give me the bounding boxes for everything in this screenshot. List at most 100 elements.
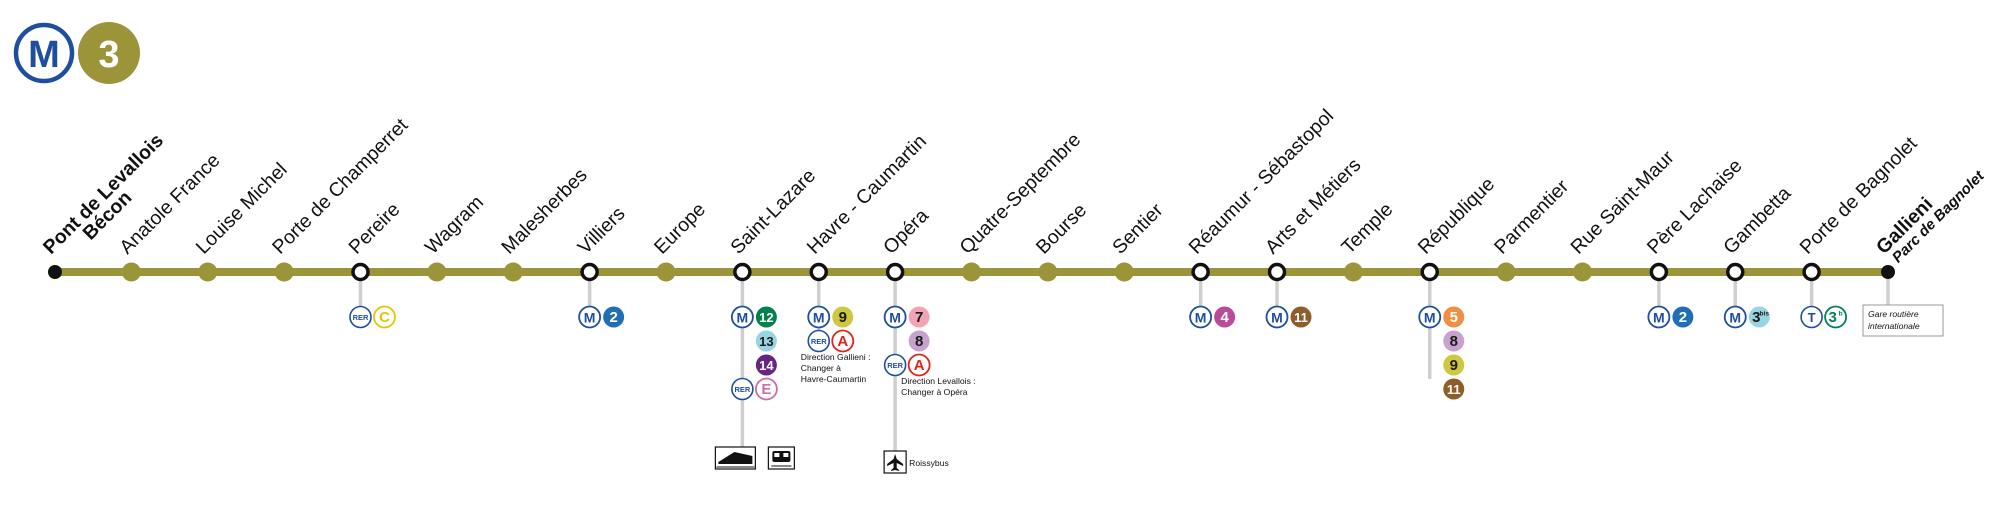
metro-icon bbox=[1265, 305, 1289, 329]
metro-icon bbox=[1723, 305, 1747, 329]
line-badge-8 bbox=[908, 330, 930, 352]
line-badge-label: 11 bbox=[1294, 310, 1308, 325]
line-number: 3 bbox=[98, 34, 119, 76]
transilien-icon bbox=[767, 446, 795, 470]
line-badge-label: C bbox=[379, 309, 390, 326]
metro-icon bbox=[1418, 305, 1442, 329]
station-label-opera: Opéra bbox=[879, 205, 933, 259]
line-badge-label: 2 bbox=[609, 309, 617, 326]
line-badge-label: 5 bbox=[1450, 309, 1458, 326]
transfer-note: Changer à Opéra bbox=[901, 387, 968, 397]
station-name: Sentier bbox=[1108, 199, 1168, 259]
station-label-villiers: Villiers bbox=[574, 202, 630, 258]
line-badge-7 bbox=[908, 306, 930, 328]
line-badge-c bbox=[373, 305, 396, 329]
metro-icon-letter: M bbox=[889, 310, 901, 326]
rer-icon bbox=[807, 329, 831, 353]
interchange-marker bbox=[1726, 262, 1745, 282]
interchange-marker bbox=[1649, 262, 1669, 282]
line-badge-3bis bbox=[1748, 306, 1770, 328]
rer-icon bbox=[349, 305, 372, 329]
station-marker bbox=[1496, 262, 1516, 282]
line-badge-label: 2 bbox=[1679, 309, 1687, 326]
line-badge-label: 8 bbox=[1450, 333, 1458, 350]
station-name: Villiers bbox=[574, 202, 630, 258]
extras: Direction Gallieni :Changer àHavre-Cauma… bbox=[714, 304, 1944, 474]
station-name: Bourse bbox=[1032, 199, 1091, 258]
line-badge-5 bbox=[1443, 306, 1465, 328]
connection-spurs bbox=[358, 272, 1890, 460]
line-badge-label: 13 bbox=[759, 334, 773, 349]
line-badge-2 bbox=[1672, 306, 1694, 328]
bus-station-label: internationale bbox=[1868, 321, 1920, 331]
rer-icon-letters: RER bbox=[811, 337, 827, 346]
station-label-parmentier: Parmentier bbox=[1490, 175, 1573, 258]
line-badge-label: 9 bbox=[839, 309, 847, 326]
station-marker bbox=[121, 262, 141, 282]
metro-icon bbox=[730, 305, 754, 329]
line-badge-suffix: bis bbox=[1760, 311, 1770, 318]
line-badge-label: 14 bbox=[759, 358, 774, 373]
station-marker bbox=[274, 262, 294, 282]
station-marker bbox=[962, 262, 981, 282]
metro-icon-letter: M bbox=[1271, 310, 1283, 326]
terminus-marker bbox=[1881, 265, 1895, 279]
tram-icon bbox=[1800, 305, 1823, 329]
interchange-marker bbox=[1420, 262, 1439, 282]
station-marker bbox=[656, 262, 676, 282]
interchange-marker bbox=[351, 262, 370, 282]
station-marker bbox=[427, 262, 447, 282]
interchange-marker bbox=[1191, 262, 1210, 282]
line-header: M 3 bbox=[13, 22, 140, 84]
station-name: République bbox=[1414, 173, 1499, 258]
interchange-marker bbox=[580, 262, 599, 282]
airport-icon bbox=[883, 450, 907, 474]
station-marker bbox=[503, 262, 523, 282]
station-label-temple: Temple bbox=[1337, 199, 1397, 259]
station-name: Parmentier bbox=[1490, 175, 1573, 258]
line-badge-14 bbox=[755, 354, 777, 376]
metro-icon bbox=[1647, 305, 1671, 329]
tram-icon-letter: T bbox=[1808, 310, 1816, 325]
station-name: Opéra bbox=[879, 205, 933, 259]
station-label-reaumur-sebastopol: Réaumur - Sébastopol bbox=[1185, 105, 1339, 259]
metro-icon-letter: M bbox=[1195, 310, 1207, 326]
station-name: Réaumur - Sébastopol bbox=[1185, 105, 1339, 259]
interchange-marker bbox=[809, 262, 828, 282]
transfer-note: Havre-Caumartin bbox=[801, 374, 867, 384]
line-badge-9 bbox=[1443, 354, 1465, 376]
rer-icon bbox=[731, 377, 754, 401]
line-badge-label: 8 bbox=[915, 333, 923, 350]
line-badge-a bbox=[907, 353, 931, 377]
station-name: Gambetta bbox=[1719, 182, 1795, 258]
line-badge-12 bbox=[755, 306, 777, 328]
metro-logo bbox=[13, 22, 75, 84]
line-badge-label: 7 bbox=[915, 309, 923, 326]
connections-arts-et-metiers: M 11 bbox=[1265, 305, 1312, 329]
line-badge-a bbox=[831, 329, 855, 353]
line-badge-13 bbox=[755, 330, 777, 352]
station-marker bbox=[1343, 262, 1363, 282]
station-marker bbox=[1114, 262, 1134, 282]
line-badge-11 bbox=[1443, 378, 1465, 400]
line-badge-3b bbox=[1824, 305, 1848, 329]
train-icon bbox=[714, 446, 756, 470]
transfer-note: Direction Gallieni : bbox=[801, 352, 871, 362]
metro-icon bbox=[807, 305, 831, 329]
metro-icon bbox=[1189, 305, 1213, 329]
metro-icon-letter: M bbox=[737, 310, 749, 326]
line-badge-2 bbox=[603, 306, 625, 328]
line-badge-e bbox=[754, 377, 778, 401]
station-label-wagram: Wagram bbox=[421, 191, 488, 258]
station-label-sentier: Sentier bbox=[1108, 199, 1168, 259]
transfer-note: Changer à bbox=[801, 363, 841, 373]
interchange-marker bbox=[733, 262, 752, 282]
